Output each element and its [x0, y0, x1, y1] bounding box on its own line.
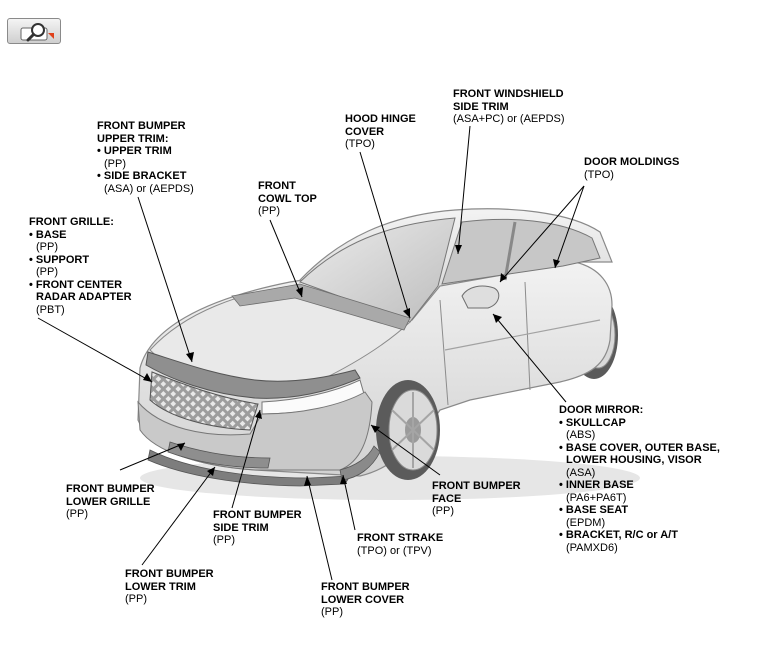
label-title: FRONT: [258, 180, 296, 192]
label-item: • SUPPORT: [29, 253, 90, 266]
label-title: UPPER TRIM:: [97, 132, 169, 145]
label-bumper-upper-trim: FRONT BUMPER UPPER TRIM: • UPPER TRIM (P…: [97, 120, 194, 195]
cowl-top: [231, 283, 411, 331]
front-grille: [149, 371, 259, 431]
label-title: LOWER TRIM: [125, 580, 196, 593]
label-material: (ASA+PC) or (AEPDS): [453, 113, 565, 125]
label-material: (PP): [36, 266, 58, 278]
label-item: • SIDE BRACKET: [97, 170, 187, 182]
label-material: (ASA): [566, 466, 596, 479]
label-title: FACE: [432, 492, 462, 505]
label-lower-cover: FRONT BUMPER LOWER COVER (PP): [321, 581, 410, 619]
label-item: • BASE COVER, OUTER BASE,: [559, 441, 720, 454]
label-material: (PAMXD6): [566, 541, 618, 554]
label-title: FRONT GRILLE:: [29, 216, 114, 228]
label-material: (TPO) or (TPV): [357, 544, 432, 557]
label-item: • INNER BASE: [559, 479, 634, 491]
label-title: HOOD HINGE: [345, 113, 416, 125]
label-material: (PP): [321, 606, 343, 618]
label-door-mirror: DOOR MIRROR: • SKULLCAP (ABS) • BASE COV…: [559, 404, 720, 554]
leader-lines: [37, 125, 585, 581]
label-title: DOOR MOLDINGS: [584, 156, 680, 168]
label-item: • BASE: [29, 228, 67, 241]
label-item: • SKULLCAP: [559, 416, 626, 429]
label-title: COWL TOP: [258, 192, 317, 205]
label-material: (TPO): [584, 168, 614, 181]
side-windows: [441, 218, 601, 285]
label-material: (EPDM): [566, 516, 606, 529]
label-windshield-side-trim: FRONT WINDSHIELD SIDE TRIM (ASA+PC) or (…: [453, 88, 565, 126]
label-title: FRONT BUMPER: [321, 581, 410, 593]
door-mirror: [461, 285, 500, 309]
label-material: (PP): [36, 241, 58, 253]
label-door-moldings: DOOR MOLDINGS (TPO): [584, 156, 679, 181]
label-title: LOWER GRILLE: [66, 495, 151, 508]
label-item: • UPPER TRIM: [97, 145, 172, 157]
label-item: • BASE SEAT: [559, 504, 629, 516]
label-item: LOWER HOUSING, VISOR: [566, 454, 702, 466]
label-material: (PP): [66, 508, 88, 520]
label-title: FRONT BUMPER: [432, 480, 521, 492]
zoom-button[interactable]: [7, 18, 61, 44]
label-material: (PP): [104, 157, 126, 170]
label-title: FRONT BUMPER: [213, 509, 302, 521]
label-title: COVER: [345, 125, 385, 138]
label-item: • FRONT CENTER: [29, 278, 123, 291]
label-lower-trim: FRONT BUMPER LOWER TRIM (PP): [125, 568, 214, 606]
magnifier-zoom-icon: [20, 23, 54, 42]
label-material: (TPO): [345, 138, 375, 150]
label-front-strake: FRONT STRAKE (TPO) or (TPV): [357, 532, 443, 557]
label-title: FRONT WINDSHIELD: [453, 88, 564, 100]
label-title: SIDE TRIM: [453, 100, 509, 113]
label-title: FRONT BUMPER: [97, 120, 186, 132]
label-title: LOWER COVER: [321, 593, 405, 606]
leader-arrowheads: [143, 245, 560, 486]
label-title: FRONT BUMPER: [125, 568, 214, 580]
bumper-upper-trim: [145, 351, 361, 399]
label-item: • BRACKET, R/C or A/T: [559, 529, 678, 541]
label-cowl-top: FRONT COWL TOP (PP): [258, 180, 317, 218]
label-title: SIDE TRIM: [213, 521, 269, 534]
front-strake: [339, 445, 381, 481]
label-item: RADAR ADAPTER: [36, 291, 132, 303]
label-material: (PP): [432, 505, 454, 517]
label-material: (PP): [213, 534, 235, 546]
label-side-trim: FRONT BUMPER SIDE TRIM (PP): [213, 509, 302, 547]
label-front-grille: FRONT GRILLE: • BASE (PP) • SUPPORT (PP)…: [29, 216, 132, 316]
label-material: (PA6+PA6T): [566, 491, 627, 504]
label-bumper-face: FRONT BUMPER FACE (PP): [432, 480, 521, 518]
front-wheel: [376, 380, 440, 480]
label-title: DOOR MIRROR:: [559, 404, 644, 416]
label-title: FRONT STRAKE: [357, 532, 444, 544]
label-material: (ABS): [566, 429, 596, 441]
label-lower-grille: FRONT BUMPER LOWER GRILLE (PP): [66, 483, 155, 521]
label-material: (PP): [258, 205, 280, 217]
label-hood-hinge-cover: HOOD HINGE COVER (TPO): [345, 113, 416, 151]
label-title: FRONT BUMPER: [66, 483, 155, 495]
front-bumper-lower-grille: [167, 441, 271, 469]
label-material: (PP): [125, 593, 147, 605]
label-material: (ASA) or (AEPDS): [104, 182, 194, 195]
label-material: (PBT): [36, 303, 65, 316]
